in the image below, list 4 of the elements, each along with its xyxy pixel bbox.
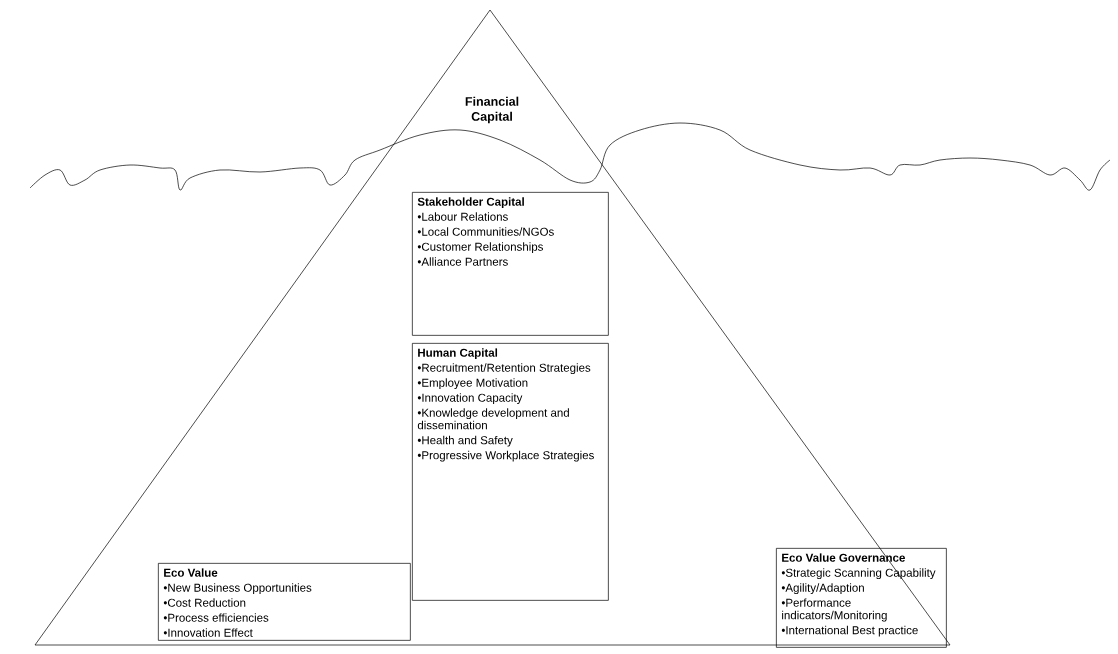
text-box: Stakeholder Capital •Labour Relations •Local Communities/NGOs •Customer Relationships •Alliance Partners: [412, 192, 609, 336]
text-box: Eco Value •New Business Opportunities •Cost Reduction •Process efficiencies •Innovation Effect: [158, 563, 411, 641]
text-box: Human Capital •Recruitment/Retention Strategies •Employee Motivation •Innovation Capacity •Knowledge development and dissemination •Health and Safety •Progressive Workplace Strategies: [412, 343, 609, 601]
text-box: Eco Value Governance •Strategic Scanning Capability •Agility/Adaption •Performance indicators/Monitoring •International Best practice: [776, 548, 947, 648]
